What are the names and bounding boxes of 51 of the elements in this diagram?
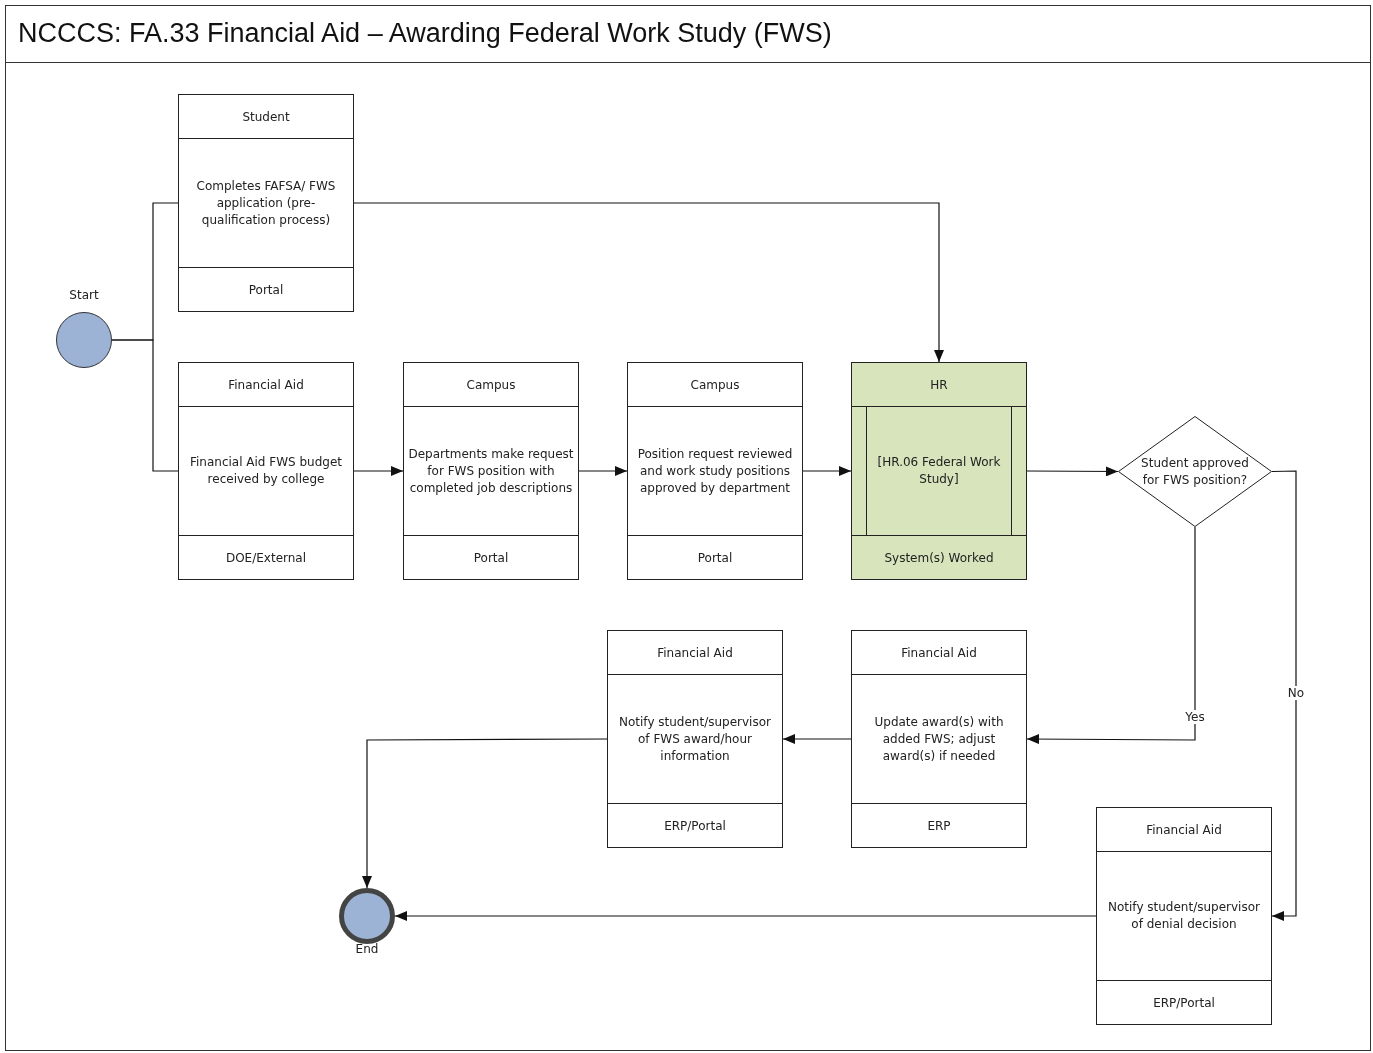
edge-label: Yes (1183, 710, 1207, 724)
subprocess-box (851, 362, 1027, 580)
box-footer: Portal (628, 535, 802, 579)
process-box (403, 362, 579, 580)
box-header: HR (852, 363, 1026, 407)
box-footer: ERP/Portal (1097, 980, 1271, 1024)
decision-diamond (1118, 416, 1272, 527)
box-header: Financial Aid (608, 631, 782, 675)
box-header: Financial Aid (1097, 808, 1271, 852)
start-event-circle (56, 312, 112, 368)
process-box (607, 630, 783, 848)
box-footer: Portal (179, 267, 353, 311)
box-header: Campus (628, 363, 802, 407)
process-box (627, 362, 803, 580)
box-header: Financial Aid (852, 631, 1026, 675)
box-text: Notify student/supervisor of denial decision (1107, 899, 1261, 933)
box-text: Notify student/supervisor of FWS award/hour information (618, 713, 772, 765)
end-event-circle (339, 888, 395, 944)
box-header: Financial Aid (179, 363, 353, 407)
connector-arrow (353, 466, 404, 476)
connector-arrow (1026, 526, 1196, 745)
box-text: Departments make request for FWS position with completed job descriptions (407, 445, 575, 497)
box-text: Completes FAFSA/ FWS application (pre-qualification process) (195, 177, 337, 229)
box-footer: ERP/Portal (608, 803, 782, 847)
box-text: Financial Aid FWS budget received by college (188, 454, 344, 488)
box-text: [HR.06 Federal Work Study] (876, 454, 1002, 488)
box-footer: System(s) Worked (852, 535, 1026, 579)
connector-arrow (353, 202, 944, 363)
connector-arrow (1271, 470, 1297, 921)
diagram-title: NCCCS: FA.33 Financial Aid – Awarding Federal Work Study (FWS) (18, 18, 832, 49)
process-box (178, 362, 354, 580)
box-text: Update award(s) with added FWS; adjust award(s) if needed (873, 713, 1005, 765)
edge-label: No (1285, 686, 1307, 700)
node-caption: End (355, 942, 379, 956)
box-header: Campus (404, 363, 578, 407)
box-footer: Portal (404, 535, 578, 579)
box-footer: DOE/External (179, 535, 353, 579)
connector-arrow (782, 734, 852, 744)
connector-arrow (1026, 466, 1119, 477)
connector-arrow (394, 911, 1097, 921)
connector-arrow (578, 466, 628, 476)
connector-arrow (802, 466, 852, 476)
node-caption: Start (69, 288, 99, 302)
connector-arrow (362, 738, 608, 889)
box-text: Position request reviewed and work study positions approved by department (636, 445, 794, 497)
process-box (178, 94, 354, 312)
box-header: Student (179, 95, 353, 139)
box-footer: ERP (852, 803, 1026, 847)
process-box (1096, 807, 1272, 1025)
process-box (851, 630, 1027, 848)
decision-text: Student approved for FWS position? (1140, 454, 1250, 489)
